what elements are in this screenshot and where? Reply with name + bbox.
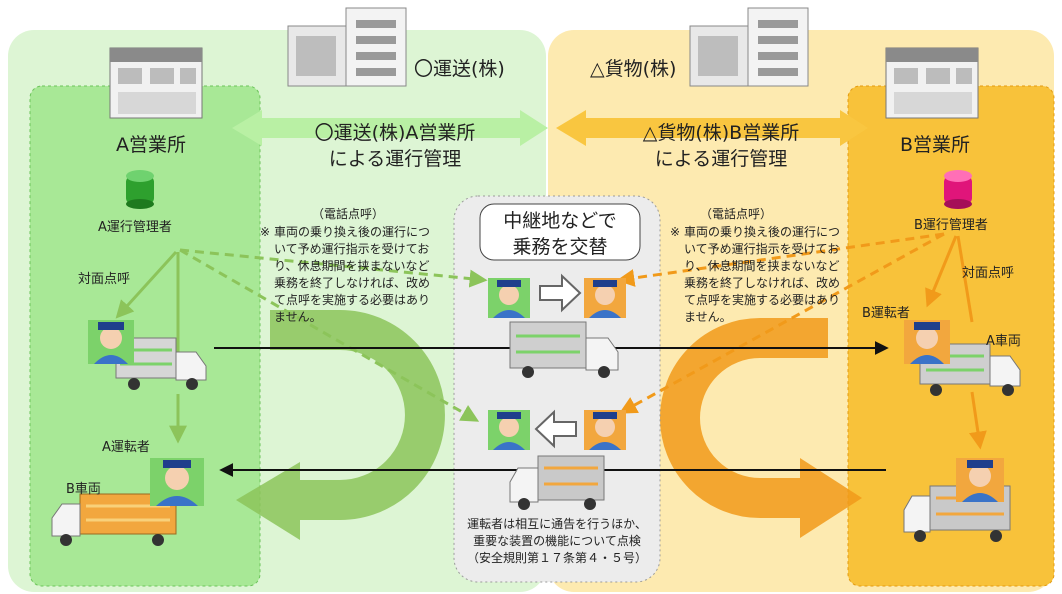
relay-note-line2: 重要な装置の機能について点検: [473, 534, 641, 548]
phone-rollcall-arrow-a1: [179, 248, 488, 288]
company-b-head-office-building: [689, 7, 809, 87]
driver-relay-1: [488, 278, 530, 318]
office-b-label: B営業所: [900, 134, 971, 156]
vehicle-a-label: A車両: [986, 334, 1021, 349]
truck-relay-upper: [509, 321, 619, 378]
manager-a-figure: [126, 170, 154, 209]
management-banner-b-line1: △貨物(株)B営業所: [642, 122, 800, 144]
phone-rollcall-title-right: （電話点呼）: [700, 207, 773, 221]
phone-rollcall-arrow-b2: [618, 232, 945, 414]
manager-b-label: B運行管理者: [914, 218, 988, 233]
driver-b-lower: [956, 458, 1004, 502]
face-to-face-rollcall-label-a: 対面点呼: [78, 272, 131, 287]
phone-rollcall-arrow-b1: [616, 232, 945, 287]
relay-title-box: [479, 203, 641, 261]
office-a-building: [109, 47, 203, 119]
u-turn-arrow-a: [270, 310, 445, 520]
phone-rollcall-title-left: （電話点呼）: [312, 207, 385, 221]
vehicle-b-label: B車両: [66, 482, 101, 497]
face-to-face-rollcall-label-b: 対面点呼: [962, 266, 1015, 281]
truck-relay-lower: [509, 455, 605, 510]
driver-to-driver-arrow-b: [968, 391, 987, 450]
driver-a-upper: [88, 320, 134, 364]
management-banner-a-line1: 〇運送(株)A営業所: [314, 122, 476, 144]
management-banner-b: [556, 110, 868, 146]
manager-b-figure: [944, 170, 972, 209]
phone-rollcall-note-left: 車両の乗り換え後の運行について予め運行指示を受けており、休息期間を挟まないなど乗…: [274, 225, 431, 324]
company-a-name: 〇運送(株): [414, 58, 505, 80]
driver-b-upper: [904, 320, 950, 364]
management-banner-b-line2: による運行管理: [654, 148, 788, 170]
face-to-face-rollcall-arrow-b: [925, 235, 958, 308]
phone-rollcall-arrow-a2: [179, 248, 480, 422]
driver-relay-2: [584, 278, 626, 318]
u-turn-arrowhead-b: [800, 458, 862, 538]
driver-relay-3: [488, 410, 530, 450]
office-a-label: A営業所: [116, 134, 186, 156]
phone-rollcall-note-mark-right: ※: [670, 225, 681, 239]
manager-a-label: A運行管理者: [98, 220, 172, 235]
driver-a-lower: [150, 458, 204, 506]
relay-title-line1: 中継地などで: [503, 210, 617, 232]
manager-to-vehicle-line-b: [956, 235, 974, 323]
swap-arrow-right: [539, 273, 582, 313]
company-a-head-office-building: [287, 7, 407, 87]
office-b-building: [885, 47, 979, 119]
swap-arrow-left: [534, 409, 577, 449]
u-turn-arrow-b: [660, 318, 828, 518]
phone-rollcall-note-right: 車両の乗り換え後の運行について予め運行指示を受けており、休息期間を挟まないなど乗…: [684, 225, 841, 324]
relay-title-line2: 乗務を交替: [512, 236, 608, 258]
u-turn-arrowhead-a: [236, 462, 300, 540]
relay-note-line3: （安全規則第１７条第４・５号）: [466, 551, 647, 565]
relay-note-line1: 運転者は相互に通告を行うほか、: [467, 517, 647, 531]
company-b-name: △貨物(株): [590, 58, 677, 80]
driver-a-label: A運転者: [102, 440, 150, 455]
face-to-face-rollcall-arrow-a: [115, 250, 178, 319]
management-banner-a: [232, 110, 548, 146]
driver-relay-4: [584, 410, 626, 450]
phone-rollcall-note-mark-left: ※: [260, 225, 271, 239]
driver-b-label: B運転者: [862, 306, 910, 321]
management-banner-a-line2: による運行管理: [328, 148, 462, 170]
